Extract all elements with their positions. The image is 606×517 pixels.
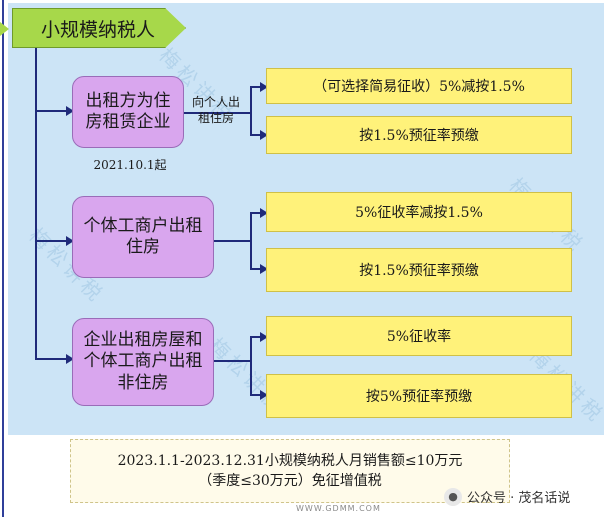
branch-3-label-line: 非住房	[117, 372, 169, 393]
fork-connector	[250, 336, 252, 396]
outcome-box: 5%征收率	[266, 316, 572, 356]
branch-1-condition: 向个人出 租住房	[186, 94, 246, 126]
branch-1-connector	[184, 112, 250, 114]
branch-1-label-line: 出租方为住	[85, 90, 171, 111]
fork-connector	[250, 134, 262, 136]
branch-3-label-line: 企业出租房屋和	[83, 330, 203, 351]
branch-connector	[35, 110, 68, 112]
branch-connector	[35, 358, 68, 360]
branch-1-condition-line: 租住房	[197, 111, 234, 126]
main-connector	[35, 48, 37, 360]
left-frame-line	[2, 0, 4, 517]
arrow-right-icon	[260, 208, 268, 218]
arrow-right-icon	[260, 264, 268, 274]
branch-2-label-line: 个体工商户出租	[83, 215, 203, 236]
arrow-right-icon	[66, 236, 74, 246]
branch-2-label-line: 住房	[126, 237, 160, 257]
branch-1-date: 2021.10.1起	[93, 158, 167, 172]
arrow-right-icon	[260, 332, 268, 342]
arrow-right-icon	[260, 390, 268, 400]
outcome-box: 按1.5%预征率预缴	[266, 248, 572, 292]
outcome-box: （可选择简易征收）5%减按1.5%	[266, 68, 572, 104]
policy-note-line: 2023.1.1-2023.12.31小规模纳税人月销售额≤10万元	[117, 452, 463, 469]
branch-3-label-line: 个体工商户出租	[83, 351, 203, 372]
wechat-account-tag: ● 公众号 · 茂名话说	[444, 487, 570, 506]
outcome-box: 按5%预征率预缴	[266, 374, 572, 418]
wechat-icon: ●	[444, 487, 462, 506]
policy-note: 2023.1.1-2023.12.31小规模纳税人月销售额≤10万元 （季度≤3…	[70, 439, 510, 503]
branch-2-node: 个体工商户出租 住房	[72, 196, 214, 278]
branch-1-node: 出租方为住 房租赁企业	[72, 76, 184, 148]
title-pointer-icon	[0, 22, 9, 36]
arrow-right-icon	[66, 106, 74, 116]
branch-3-connector	[214, 360, 250, 362]
branch-3-node: 企业出租房屋和 个体工商户出租 非住房	[72, 318, 214, 406]
fork-connector	[250, 394, 262, 396]
fork-connector	[250, 212, 262, 214]
branch-1-condition-line: 向个人出	[191, 95, 240, 109]
arrow-right-icon	[66, 354, 74, 364]
diagram-title: 小规模纳税人	[12, 8, 186, 48]
arrow-right-icon	[260, 82, 268, 92]
fork-connector	[250, 212, 252, 270]
fork-connector	[250, 86, 252, 136]
wechat-account-label: 公众号 · 茂名话说	[467, 491, 571, 506]
branch-2-connector	[214, 240, 250, 242]
fork-connector	[250, 336, 262, 338]
fork-connector	[250, 86, 262, 88]
branch-connector	[35, 240, 68, 242]
arrow-right-icon	[260, 130, 268, 140]
outcome-box: 5%征收率减按1.5%	[266, 192, 572, 232]
fork-connector	[250, 268, 262, 270]
branch-1-label-line: 房租赁企业	[85, 112, 171, 132]
policy-note-line: （季度≤30万元）免征增值税	[198, 473, 382, 489]
site-watermark: WWW.GDMM.COM	[296, 504, 381, 513]
outcome-box: 按1.5%预征率预缴	[266, 116, 572, 154]
